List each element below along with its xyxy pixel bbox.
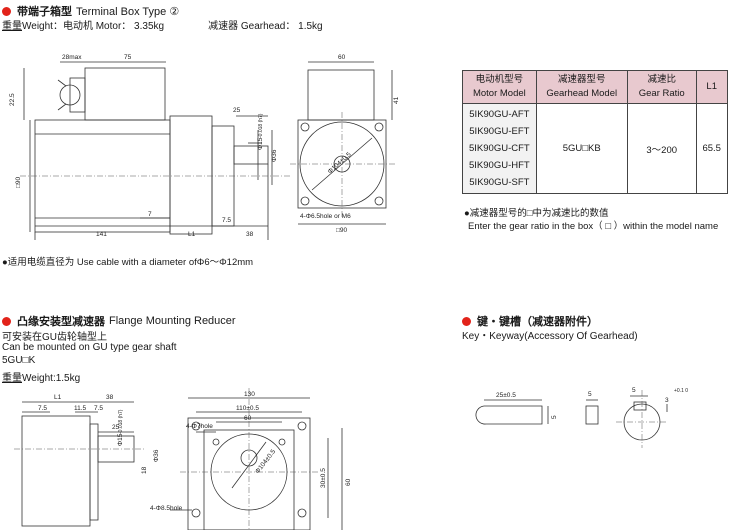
dim-130: 130 (244, 391, 255, 398)
motor-models-cell: 5IK90GU-AFT 5IK90GU-EFT 5IK90GU-CFT 5IK9… (462, 103, 537, 194)
dim-phi36: Φ36 (153, 449, 160, 462)
dim-tol: +0.1 0 (674, 388, 688, 394)
bullet-icon (2, 316, 11, 326)
dim-phi36: Φ36 (271, 149, 278, 162)
flange-line-3: 5GU□K (2, 355, 36, 366)
table-note-cn: ●减速器型号的□中为减速比的数值 (464, 208, 609, 219)
dim-phi15-tol: -0.018 (h7) (118, 409, 124, 434)
dim-141: 141 (96, 231, 107, 238)
table-note-en: Enter the gear ratio in the box（ □ ）with… (468, 221, 719, 232)
bullet-icon (2, 6, 11, 16)
dim-18: 18 (141, 466, 148, 474)
header-l1: L1 (695, 70, 728, 104)
dim-phi15-tol: -0.018 (h7) (258, 113, 264, 138)
dim-hole-8-5: 4-Φ8.5hole (150, 505, 183, 512)
dim-7-5: 7.5 (222, 217, 231, 224)
terminal-box-drawing: 28max 75 22.5 □90 25 Φ15 -0.018 (h7) Φ36… (9, 54, 400, 240)
key-drawing: 25±0.5 5 5 5 3 +0.1 0 (475, 387, 688, 448)
motor-model: 5IK90GU-EFT (469, 126, 530, 137)
dim-phi15: Φ15 (117, 433, 124, 446)
dim-5-keyway: 5 (632, 387, 636, 394)
motor-model: 5IK90GU-CFT (469, 143, 530, 154)
dim-phi104: Φ104±0.5 (254, 448, 277, 475)
dim-25: 25±0.5 (496, 392, 516, 399)
cable-note: ●适用电缆直径为 Use cable with a diameter ofΦ6～… (2, 257, 254, 268)
table-row: 5IK90GU-AFT 5IK90GU-EFT 5IK90GU-CFT 5IK9… (462, 103, 728, 194)
dim-90-bottom: □90 (336, 227, 348, 234)
section-key-title: 键・键槽（减速器附件） (462, 313, 598, 329)
dim-7-5-left: 7.5 (38, 405, 47, 412)
dim-28max: 28max (62, 54, 82, 61)
dim-60: 60 (244, 415, 252, 422)
motor-model: 5IK90GU-AFT (469, 109, 530, 120)
flange-drawing: L1 38 7.5 11.5 7.5 25 Φ15 -0.018 (h7) Φ3… (14, 388, 352, 530)
dim-90: □90 (15, 176, 22, 188)
dim-30: 30±0.5 (320, 468, 327, 488)
dim-l1: L1 (54, 394, 62, 401)
dim-3: 3 (665, 397, 669, 404)
dim-hole-7: 4-Φ7hole (186, 423, 213, 430)
dim-phi15: Φ15 (257, 137, 264, 150)
dim-5-section: 5 (588, 391, 592, 398)
motor-model: 5IK90GU-HFT (469, 160, 530, 171)
flange-line-1: 可安装在GU齿轮轴型上 (2, 332, 107, 343)
motor-model: 5IK90GU-SFT (469, 177, 530, 188)
dim-60-right: 60 (345, 478, 352, 486)
section-terminal-box-title: 带端子箱型 Terminal Box Type ② (2, 3, 179, 19)
flange-weight: 重量Weight:1.5kg (2, 373, 81, 384)
dim-7-5-right: 7.5 (94, 405, 103, 412)
dim-38: 38 (106, 394, 114, 401)
dim-l1: L1 (188, 231, 196, 238)
dim-38: 38 (246, 231, 254, 238)
dim-75: 75 (124, 54, 132, 61)
dim-25: 25 (112, 424, 120, 431)
key-subtitle: Key・Keyway(Accessory Of Gearhead) (462, 331, 638, 342)
section-flange-title: 凸缘安装型减速器 Flange Mounting Reducer (2, 313, 236, 329)
bullet-icon (462, 316, 471, 326)
dim-5-key: 5 (551, 415, 558, 419)
gearhead-model-cell: 5GU□KB (535, 103, 628, 194)
flange-line-2: Can be mounted on GU type gear shaft (2, 342, 177, 353)
l1-cell: 65.5 (695, 103, 728, 194)
dim-110: 110±0.5 (236, 405, 259, 412)
dim-11-5: 11.5 (74, 405, 87, 412)
dim-7: 7 (148, 211, 152, 218)
gear-ratio-cell: 3～200 (626, 103, 697, 194)
dim-60: 60 (338, 54, 346, 61)
dim-25: 25 (233, 107, 241, 114)
dim-22-5: 22.5 (9, 93, 16, 106)
dim-hole: 4-Φ6.5hole or M6 (300, 213, 351, 220)
dim-41: 41 (393, 96, 400, 104)
